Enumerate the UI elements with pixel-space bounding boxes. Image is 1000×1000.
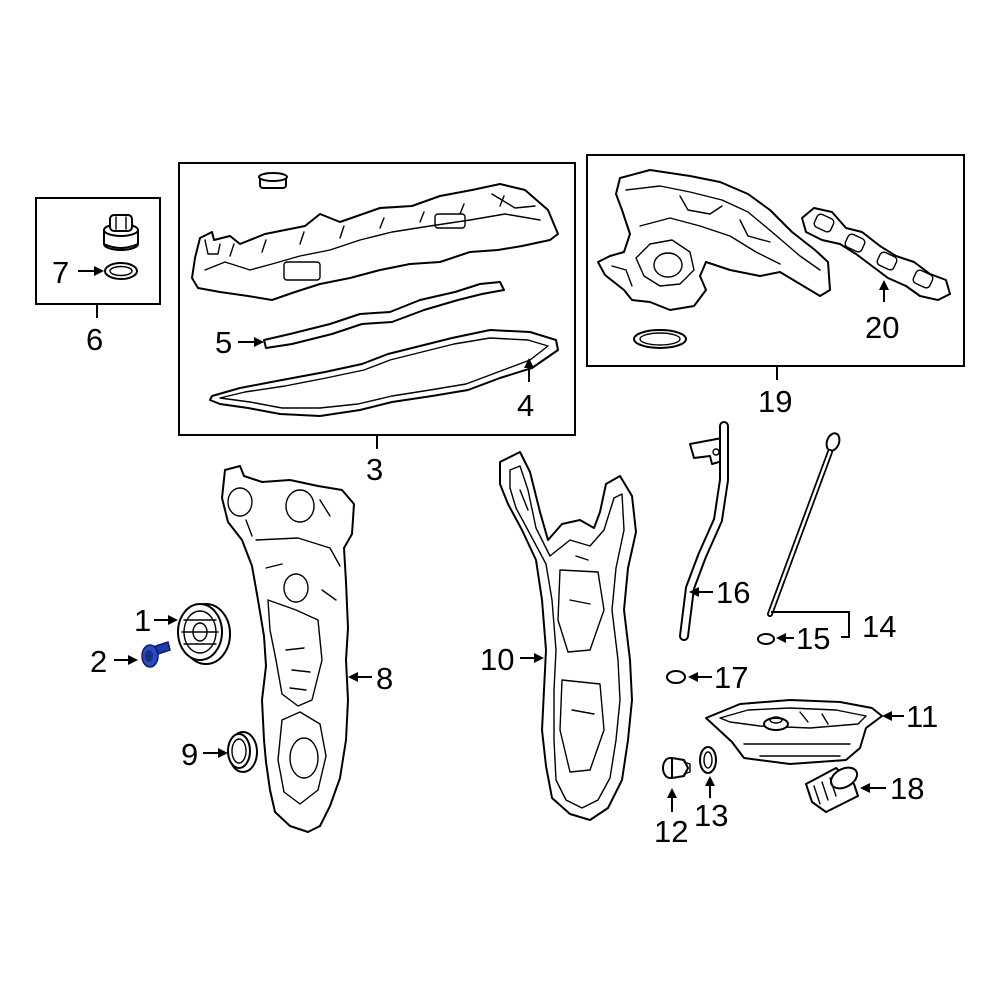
oil-dipstick-part[interactable] xyxy=(767,431,842,617)
callout-17: 17 xyxy=(714,660,748,695)
crankshaft-front-seal-part[interactable] xyxy=(227,731,258,773)
dipstick-tube-part[interactable] xyxy=(679,421,729,641)
callout-13: 13 xyxy=(694,798,728,833)
callout-5: 5 xyxy=(215,325,232,360)
callout-4: 4 xyxy=(517,388,534,423)
callout-3: 3 xyxy=(366,452,383,487)
callout-6: 6 xyxy=(86,322,103,357)
callout-11: 11 xyxy=(906,699,938,734)
timing-cover-gasket-part[interactable] xyxy=(499,451,637,821)
oil-pan-part[interactable] xyxy=(705,699,883,765)
callout-12: 12 xyxy=(654,814,688,849)
callout-7: 7 xyxy=(52,255,69,290)
valve-cover-part[interactable] xyxy=(191,183,559,301)
timing-cover-part[interactable] xyxy=(221,465,355,833)
callout-14: 14 xyxy=(862,609,896,644)
callout-18: 18 xyxy=(890,771,924,806)
callout-2: 2 xyxy=(90,644,107,679)
cap-o-ring-part[interactable] xyxy=(104,262,138,280)
crankshaft-pulley-part[interactable] xyxy=(177,603,231,665)
group-box-19 xyxy=(586,154,965,367)
valve-cover-gasket-part[interactable] xyxy=(209,329,559,417)
callout-1: 1 xyxy=(134,603,151,638)
callout-9: 9 xyxy=(181,737,198,772)
callout-20: 20 xyxy=(865,310,899,345)
callout-8: 8 xyxy=(376,661,393,696)
crank-pulley-bolt-part[interactable] xyxy=(141,641,171,668)
oil-filter-part[interactable] xyxy=(805,763,861,813)
o-ring-part[interactable] xyxy=(666,670,686,684)
oil-filler-cap-part[interactable] xyxy=(103,214,139,251)
dipstick-o-ring-part[interactable] xyxy=(757,633,775,645)
callout-15: 15 xyxy=(796,621,830,656)
drain-plug-part[interactable] xyxy=(662,757,691,779)
spark-plug-tube-gasket-part[interactable] xyxy=(263,281,505,349)
callout-16: 16 xyxy=(716,575,750,610)
intake-manifold-gasket-part[interactable] xyxy=(801,207,951,301)
intake-manifold-part[interactable] xyxy=(597,169,831,311)
drain-plug-gasket-part[interactable] xyxy=(699,746,717,774)
throttle-body-gasket-part[interactable] xyxy=(633,329,687,349)
cap-plug-part[interactable] xyxy=(258,172,288,189)
callout-10: 10 xyxy=(480,642,514,677)
callout-19: 19 xyxy=(758,384,792,419)
